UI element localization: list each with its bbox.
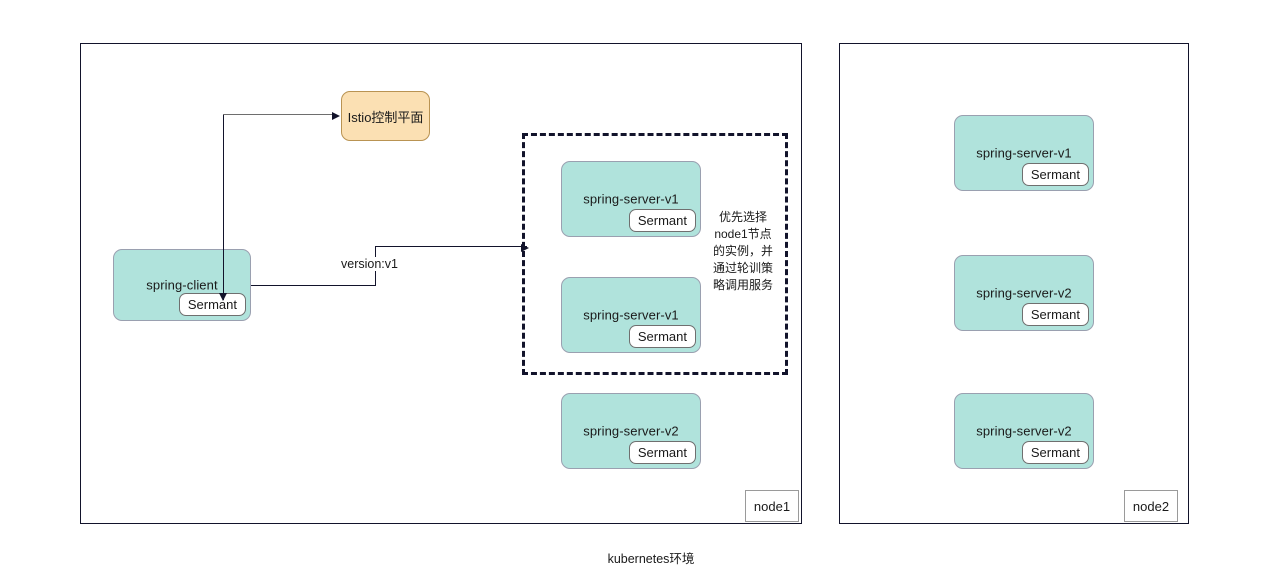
node2-tag-label: node2 bbox=[1132, 498, 1170, 514]
edge-to-group-horizontal bbox=[375, 246, 527, 248]
node2-service-1-sermant[interactable]: Sermant bbox=[1021, 303, 1089, 326]
edge-client-to-istio-arrowhead bbox=[332, 111, 340, 120]
node2-service-1-label: spring-server-v2 bbox=[976, 285, 1072, 301]
spring-client-label: spring-client bbox=[146, 277, 218, 293]
routing-policy-annotation: 优先选择node1节点的实例，并通过轮训策略调用服务 bbox=[712, 210, 773, 292]
node1-service-2-label: spring-server-v2 bbox=[583, 423, 679, 439]
node1-service-0-label: spring-server-v1 bbox=[583, 191, 679, 207]
node1-service-0[interactable]: spring-server-v1 Sermant bbox=[561, 161, 701, 237]
node2-service-0-sermant[interactable]: Sermant bbox=[1021, 163, 1089, 186]
node2-service-0[interactable]: spring-server-v1 Sermant bbox=[954, 115, 1094, 191]
node1-service-0-sermant[interactable]: Sermant bbox=[628, 209, 696, 232]
spring-client-sermant[interactable]: Sermant bbox=[178, 293, 246, 316]
preferred-instances-group bbox=[522, 133, 788, 375]
node1-service-1[interactable]: spring-server-v1 Sermant bbox=[561, 277, 701, 353]
istio-control-plane-box[interactable]: Istio控制平面 bbox=[341, 91, 430, 141]
node2-service-2[interactable]: spring-server-v2 Sermant bbox=[954, 393, 1094, 469]
node2-service-0-label: spring-server-v1 bbox=[976, 145, 1072, 161]
edge-client-right-stub bbox=[251, 285, 376, 287]
version-edge-label: version:v1 bbox=[339, 257, 400, 271]
edge-client-to-istio-horizontal bbox=[223, 114, 333, 116]
edge-client-to-istio-vertical bbox=[223, 114, 225, 300]
node2-service-2-sermant[interactable]: Sermant bbox=[1021, 441, 1089, 464]
node1-service-1-label: spring-server-v1 bbox=[583, 307, 679, 323]
diagram-caption: kubernetes环境 bbox=[607, 552, 695, 566]
node2-tag: node2 bbox=[1124, 490, 1178, 522]
spring-client-box[interactable]: spring-client Sermant bbox=[113, 249, 251, 321]
node1-service-2[interactable]: spring-server-v2 Sermant bbox=[561, 393, 701, 469]
node2-service-2-label: spring-server-v2 bbox=[976, 423, 1072, 439]
edge-to-group-arrowhead bbox=[521, 243, 529, 252]
edge-istio-to-client-arrowhead bbox=[218, 293, 227, 301]
node1-tag: node1 bbox=[745, 490, 799, 522]
node2-service-1[interactable]: spring-server-v2 Sermant bbox=[954, 255, 1094, 331]
istio-control-plane-label: Istio控制平面 bbox=[347, 109, 424, 125]
node1-tag-label: node1 bbox=[753, 498, 791, 514]
node1-service-1-sermant[interactable]: Sermant bbox=[628, 325, 696, 348]
node1-service-2-sermant[interactable]: Sermant bbox=[628, 441, 696, 464]
